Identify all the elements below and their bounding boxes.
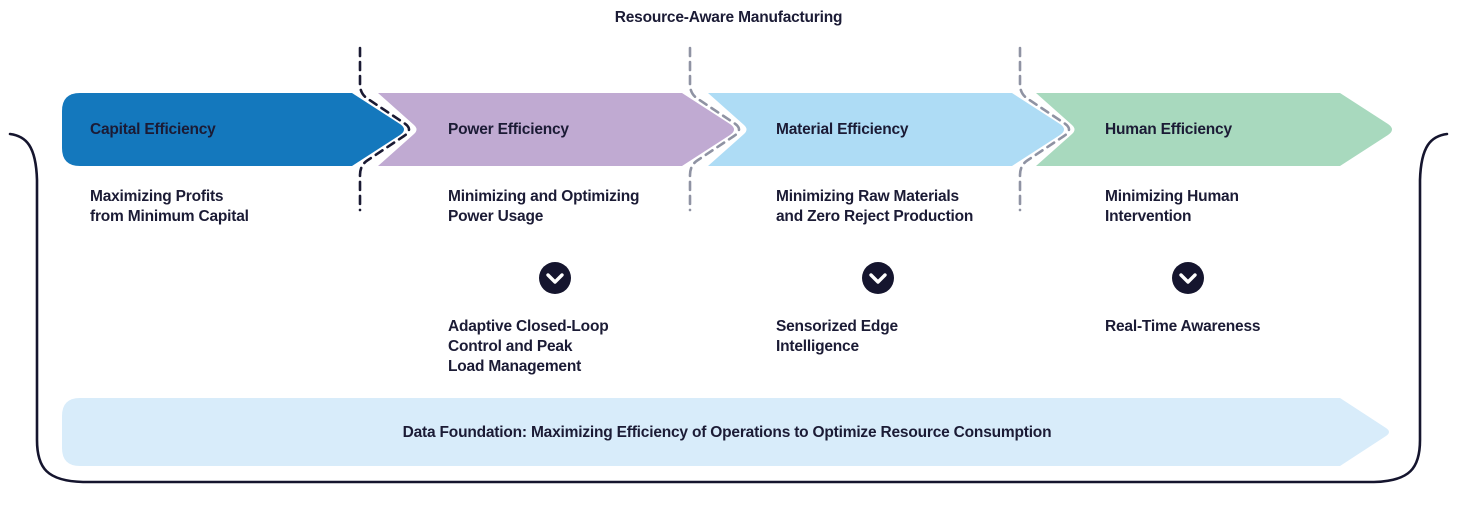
chevron-capital-efficiency (62, 93, 404, 166)
bracket-outline (8, 132, 1449, 484)
stage-label-material: Material Efficiency (776, 121, 909, 138)
enabler-material: Sensorized Edge Intelligence (776, 318, 898, 355)
stage-description-material: Minimizing Raw Materials and Zero Reject… (776, 188, 974, 225)
data-foundation-label: Data Foundation: Maximizing Efficiency o… (402, 424, 1052, 441)
chevron-down-icon (862, 262, 894, 294)
stage-label-capital: Capital Efficiency (90, 121, 216, 138)
chevron-down-icon (539, 262, 571, 294)
stage-label-human: Human Efficiency (1105, 121, 1232, 138)
diagram-title: Resource-Aware Manufacturing (614, 9, 843, 26)
stage-description-power: Minimizing and Optimizing Power Usage (448, 188, 640, 225)
chevron-human-efficiency (1036, 93, 1392, 166)
dashed-separator-2 (688, 46, 741, 212)
stage-label-power: Power Efficiency (448, 121, 569, 138)
dashed-separator-3 (1018, 46, 1071, 212)
chevron-down-icon (1172, 262, 1204, 294)
chevron-power-efficiency (378, 93, 734, 166)
data-foundation-bar (62, 398, 1389, 466)
dashed-separator-1 (358, 46, 411, 212)
stage-description-capital: Maximizing Profits from Minimum Capital (90, 188, 249, 225)
enabler-human: Real-Time Awareness (1105, 318, 1261, 335)
enabler-power: Adaptive Closed-Loop Control and Peak Lo… (448, 318, 609, 375)
stage-description-human: Minimizing Human Intervention (1105, 188, 1239, 225)
chevron-material-efficiency (708, 93, 1064, 166)
